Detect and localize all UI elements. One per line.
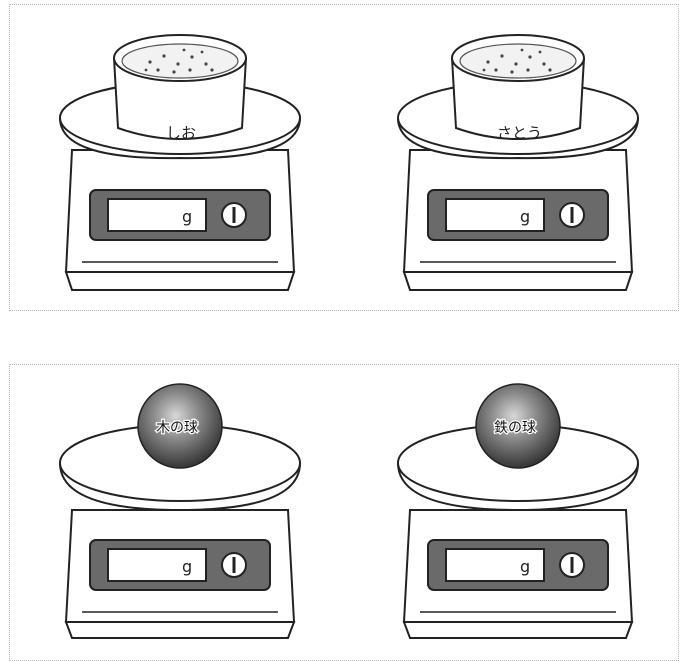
scale-salt: g しお [60, 35, 300, 290]
scale-wood-ball: g 木の球 [60, 384, 300, 638]
scale-iron-ball: g 鉄の球 [398, 384, 638, 638]
power-icon[interactable] [560, 203, 584, 227]
object-label: さとう [497, 124, 542, 142]
object-label: 鉄の球 [494, 420, 536, 436]
power-icon[interactable] [560, 553, 584, 577]
object-label: 木の球 [156, 420, 198, 436]
unit-label: g [182, 207, 192, 226]
power-icon[interactable] [222, 203, 246, 227]
unit-label: g [520, 207, 530, 226]
power-icon[interactable] [222, 553, 246, 577]
ball: 木の球 [138, 384, 222, 468]
container-of-grains: さとう [452, 35, 584, 142]
object-label: しお [166, 124, 196, 142]
scale-sugar: g さとう [398, 35, 638, 290]
container-of-grains: しお [114, 35, 246, 142]
ball: 鉄の球 [476, 384, 560, 468]
unit-label: g [182, 557, 192, 576]
unit-label: g [520, 557, 530, 576]
